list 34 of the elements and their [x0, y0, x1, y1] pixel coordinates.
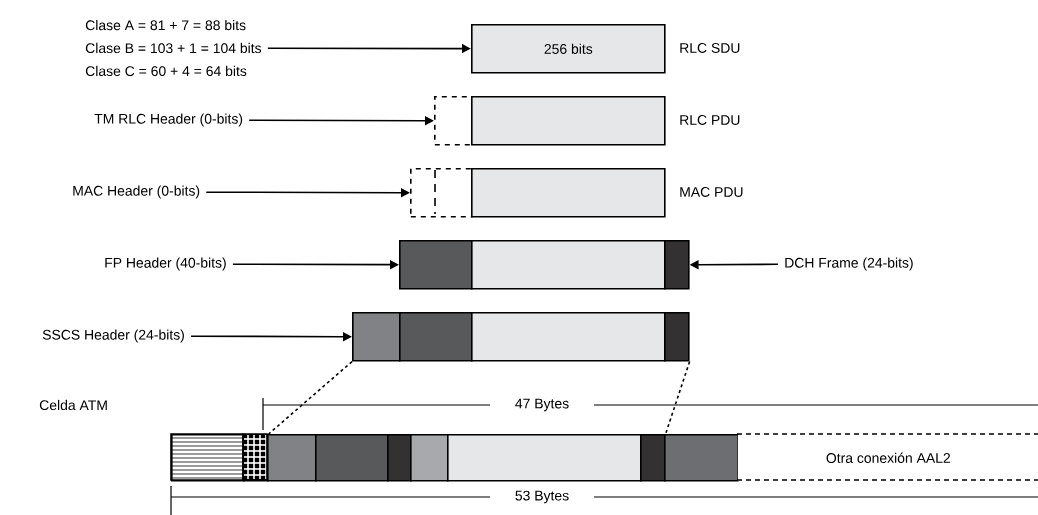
header-label: FP Header (40-bits) — [105, 257, 226, 271]
payload-segment: 256 bits — [471, 24, 666, 74]
projection-line — [267, 360, 353, 435]
projection-line — [664, 360, 691, 435]
payload-segment — [471, 96, 666, 146]
checkered-segment — [242, 433, 269, 482]
empty-header-box — [434, 96, 473, 146]
header-segment — [399, 312, 473, 362]
cell-label: Celda ATM — [39, 399, 107, 411]
layer-label: RLC PDU — [680, 115, 740, 125]
header-label: DCH Frame (24-bits) — [785, 257, 913, 271]
payload-segment — [471, 240, 666, 290]
layer-label: MAC PDU — [680, 187, 743, 197]
payload-segment — [471, 312, 666, 362]
header-label: MAC Header (0-bits) — [73, 185, 200, 199]
header-segment — [315, 434, 389, 482]
payload-segment — [664, 434, 739, 482]
header-label: TM RLC Header (0-bits) — [94, 113, 243, 127]
trailer-segment — [664, 312, 690, 362]
trailer-segment — [387, 434, 412, 482]
hatched-segment — [170, 433, 245, 482]
header-label: SSCS Header (24-bits) — [42, 329, 184, 343]
dimension-label: 47 Bytes — [515, 398, 569, 412]
payload-segment — [471, 168, 666, 218]
layer-label: RLC SDU — [680, 43, 740, 53]
header-segment — [410, 434, 449, 482]
header-segment — [352, 312, 401, 362]
header-label: Clase A = 81 + 7 = 88 bits Clase B = 103 + 1 = 104 bits Clase C = 60 + 4 = 64 bits — [85, 19, 262, 77]
header-segment — [267, 434, 317, 482]
payload-segment — [447, 434, 642, 482]
trailer-segment — [640, 434, 666, 482]
trailer-segment — [664, 240, 690, 290]
dashed-segment: Otra conexión AAL2 — [736, 433, 1038, 481]
header-segment — [399, 240, 473, 290]
